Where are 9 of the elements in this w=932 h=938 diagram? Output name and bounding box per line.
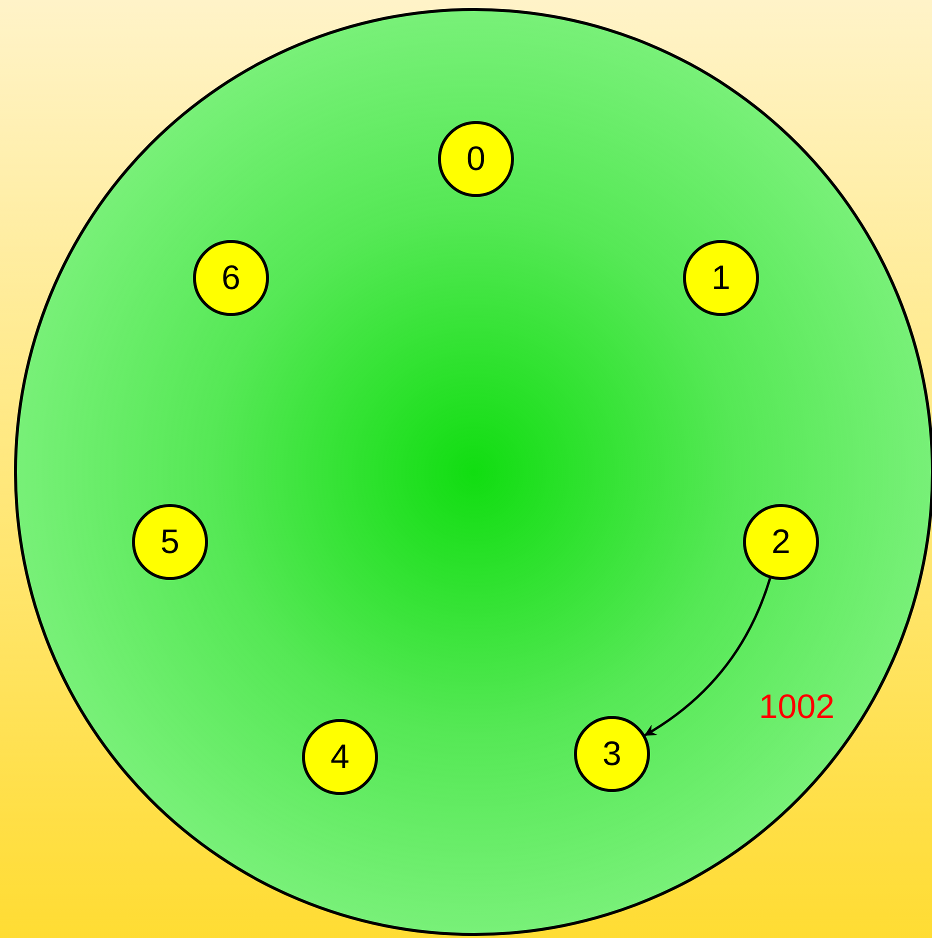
node-circle: 3 [574, 716, 650, 792]
curved-arrow [644, 578, 772, 736]
edge-label: 1002 [758, 690, 835, 724]
node-circle: 2 [743, 504, 819, 580]
node-circle: 1 [683, 240, 759, 316]
node-circle: 4 [302, 719, 378, 795]
node-circle: 0 [438, 121, 514, 197]
node-circle: 5 [132, 504, 208, 580]
node-circle: 6 [193, 240, 269, 316]
